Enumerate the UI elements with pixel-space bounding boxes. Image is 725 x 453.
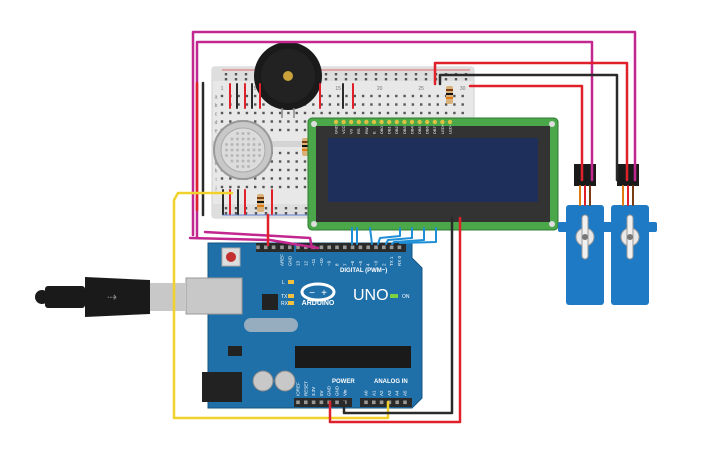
lcd-pin-label: LED- [447, 124, 452, 134]
analog-pin-label: A5 [403, 390, 408, 396]
arduino-brand: UNO [353, 287, 389, 304]
lcd-pin-label: DB5 [417, 125, 422, 134]
lcd-pin-label: DB7 [432, 125, 437, 134]
breadboard-column-number: 20 [377, 86, 383, 92]
breadboard-row-letter: h [215, 169, 218, 175]
digital-pin-label: ~3 [374, 260, 379, 266]
servo-motor[interactable] [603, 164, 657, 305]
power-pin-label: 5V [319, 390, 324, 396]
resistor[interactable] [446, 86, 453, 104]
resistor[interactable] [302, 138, 309, 156]
analog-pin-label: A1 [371, 390, 376, 396]
breadboard-row-letter: d [215, 120, 218, 126]
breadboard-row-letter: a [215, 95, 218, 101]
lcd-pin-label: DB3 [402, 125, 407, 134]
digital-pin-label: RX 0 [397, 255, 402, 266]
lcd-pin-label: GND [333, 125, 338, 134]
lcd-pin-label: RW [364, 127, 369, 134]
wires [172, 30, 637, 424]
breadboard-column-number: 25 [418, 86, 424, 92]
digital-pin-label: 2 [381, 263, 386, 266]
power-pin-label: Vin [342, 389, 347, 396]
power-label: POWER [332, 379, 355, 385]
lcd-pin-label: DB6 [425, 125, 430, 134]
digital-pin-label: GND [287, 255, 292, 266]
digital-pin-label: ~10 [319, 258, 324, 266]
piezo-buzzer[interactable] [254, 42, 322, 118]
breadboard-row-letter: e [215, 129, 218, 135]
lcd-pin-label: LED+ [440, 123, 445, 134]
svg-text:⇢: ⇢ [107, 290, 117, 304]
lcd-pin-label: DB0 [379, 125, 384, 134]
power-pin-label: 3.3V [311, 387, 316, 396]
breadboard-row-letter: j [214, 186, 216, 192]
analog-pin-label: A2 [379, 390, 384, 396]
digital-pin-label: ~9 [327, 260, 332, 266]
breadboard-row-letter: i [215, 177, 216, 183]
analog-pin-label: A3 [387, 390, 392, 396]
on-label: ON [402, 294, 410, 300]
rx-label: RX [281, 301, 289, 307]
breadboard-row-letter: c [215, 112, 218, 118]
lcd-pin-label: DB4 [409, 125, 414, 134]
digital-pin-label: TX 1 [389, 256, 394, 266]
svg-text:+: + [321, 288, 327, 299]
digital-pin-label: 8 [335, 263, 340, 266]
breadboard-column-number: 15 [335, 86, 341, 92]
lcd-pin-label: RS [356, 128, 361, 134]
resistor[interactable] [257, 194, 264, 212]
l-label: L [282, 280, 285, 286]
tx-label: TX [281, 294, 288, 300]
power-pin-label: GND [327, 385, 332, 396]
digital-pin-label: 12 [303, 260, 308, 266]
lcd-pin-label: E [371, 131, 376, 134]
svg-text:−: − [309, 288, 315, 299]
digital-pin-label: ~5 [358, 260, 363, 266]
breadboard-column-number: 1 [221, 86, 224, 92]
digital-pin-label: ~6 [350, 260, 355, 266]
gas-sensor[interactable] [213, 120, 273, 180]
analog-pin-label: A4 [395, 390, 400, 396]
lcd-pin-label: V0 [349, 128, 354, 134]
digital-label: DIGITAL (PWM~) [340, 268, 387, 274]
servo-motor[interactable] [558, 164, 612, 305]
arduino-logo-text: ARDUINO [302, 300, 335, 307]
breadboard-row-letter: b [215, 103, 218, 109]
analog-pin-label: A0 [364, 390, 369, 396]
usb-cable[interactable]: ⇢ [35, 277, 185, 317]
arduino-logo: − + [300, 282, 336, 302]
analog-label: ANALOG IN [374, 379, 408, 385]
digital-pin-label: 13 [296, 260, 301, 266]
lcd-pin-label: DB1 [387, 125, 392, 134]
breadboard-column-number: 5 [254, 86, 257, 92]
digital-pin-label: ~11 [311, 258, 316, 266]
lcd-pin-label: VCC [341, 125, 346, 134]
breadboard-column-number: 30 [460, 86, 466, 92]
lcd-pin-label: DB2 [394, 125, 399, 134]
power-pin-label: IOREF [296, 382, 301, 396]
digital-pin-label: 7 [342, 263, 347, 266]
power-pin-label: GND [335, 385, 340, 396]
digital-pin-label: 4 [366, 263, 371, 266]
power-pin-label: RESET [303, 381, 308, 396]
digital-pin-label: AREF [280, 254, 285, 266]
